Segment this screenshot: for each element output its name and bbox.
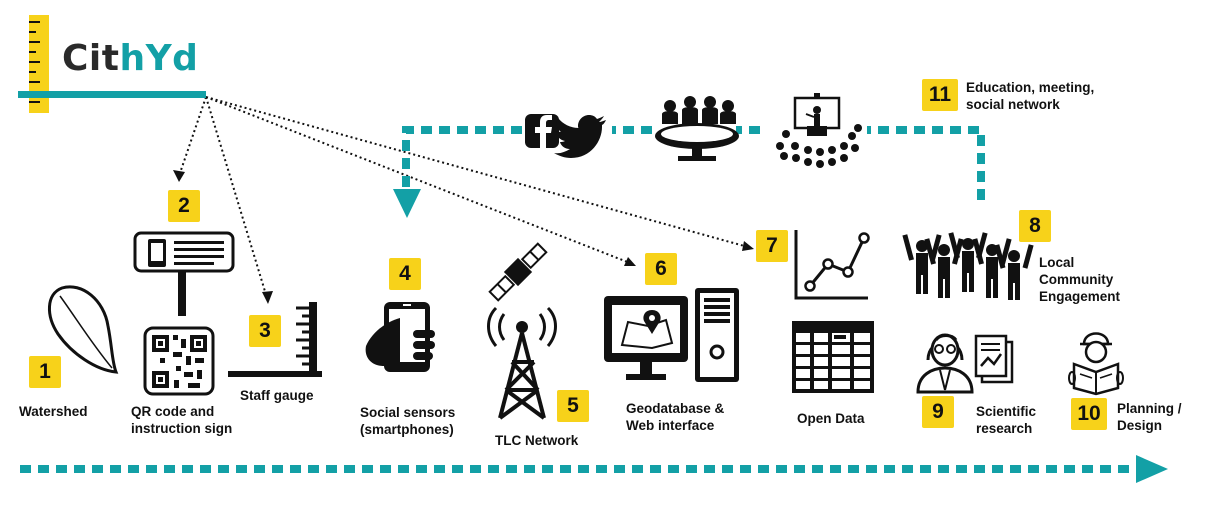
step-badge-2: 2	[168, 190, 200, 222]
dotted-arrow-to-7	[205, 96, 749, 248]
label-education: Education, meeting, social network	[966, 79, 1094, 113]
label-social-sensors: Social sensors (smartphones)	[360, 404, 455, 438]
label-geodatabase-line1: Geodatabase &	[626, 401, 725, 416]
label-planning-design: Planning / Design	[1117, 400, 1182, 434]
step-badge-5: 5	[557, 390, 589, 422]
label-social-sensors-line1: Social sensors	[360, 405, 456, 420]
arrowhead-6	[624, 257, 636, 266]
label-staff-gauge: Staff gauge	[240, 388, 314, 403]
label-scientific-research: Scientific research	[976, 403, 1036, 437]
label-education-line2: social network	[966, 97, 1060, 112]
step-badge-3: 3	[249, 315, 281, 347]
label-planning-line1: Planning /	[1117, 401, 1182, 416]
label-education-line1: Education, meeting,	[966, 80, 1095, 95]
label-scientific-line2: research	[976, 421, 1033, 436]
teal-loop-left	[402, 126, 522, 190]
arrowhead-2	[173, 170, 185, 182]
dotted-arrow-to-3	[205, 96, 268, 299]
label-community-line1: Local	[1039, 255, 1075, 270]
label-community: Local Community Engagement	[1039, 254, 1120, 305]
label-qr-sign: QR code and instruction sign	[131, 403, 232, 437]
label-open-data: Open Data	[797, 411, 865, 426]
label-geodatabase: Geodatabase & Web interface	[626, 400, 724, 434]
step-badge-7: 7	[756, 230, 788, 262]
label-tlc-network: TLC Network	[495, 433, 579, 448]
dotted-arrow-to-6	[205, 96, 631, 264]
label-social-sensors-line2: (smartphones)	[360, 422, 454, 437]
step-badge-8: 8	[1019, 210, 1051, 242]
teal-loop-arrowhead	[393, 189, 421, 218]
label-watershed: Watershed	[19, 404, 88, 419]
teal-timeline-arrowhead	[1136, 455, 1168, 483]
step-badge-4: 4	[389, 258, 421, 290]
label-geodatabase-line2: Web interface	[626, 418, 715, 433]
arrowhead-3	[262, 291, 273, 304]
step-badge-6: 6	[645, 253, 677, 285]
label-community-line2: Community	[1039, 272, 1114, 287]
step-badge-9: 9	[922, 396, 954, 428]
logo-part2: hYd	[119, 38, 199, 79]
dotted-arrow-to-2	[178, 96, 207, 177]
label-qr-sign-line1: QR code and	[131, 404, 215, 419]
label-planning-line2: Design	[1117, 418, 1163, 433]
step-badge-10: 10	[1071, 398, 1107, 430]
teal-loop-right	[867, 126, 985, 200]
step-badge-11: 11	[922, 79, 958, 111]
label-community-line3: Engagement	[1039, 289, 1121, 304]
arrowhead-7	[742, 241, 754, 251]
logo-part1: Cit	[62, 38, 120, 79]
logo: CithYd	[62, 38, 198, 79]
label-qr-sign-line2: instruction sign	[131, 421, 233, 436]
label-scientific-line1: Scientific	[976, 404, 1037, 419]
logo-graphic	[18, 15, 206, 113]
step-badge-1: 1	[29, 356, 61, 388]
